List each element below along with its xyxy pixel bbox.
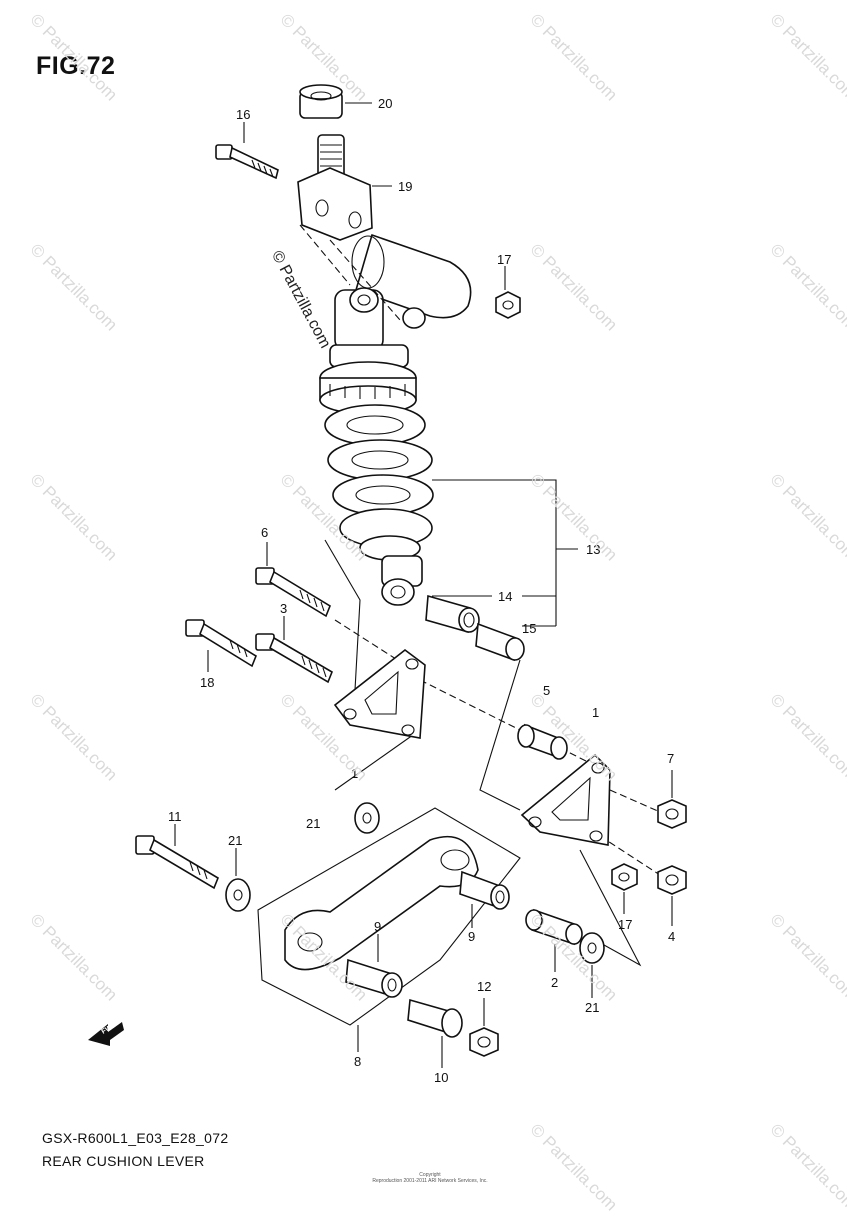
callout-1-left: 1 [351,766,359,781]
callout-13: 13 [586,542,601,557]
callout-4: 4 [668,929,676,944]
assembly-lines [299,224,661,967]
shock-top-mount [329,287,426,368]
callout-18: 18 [200,675,215,690]
part-19-clevis [297,134,392,241]
callout-17-upper: 17 [497,252,512,267]
part-10-pin [407,998,463,1068]
callout-16: 16 [236,107,251,122]
shock-lower-eye [381,555,423,606]
callout-11: 11 [168,809,182,824]
copyright-line-2: Reproduction 2001-2011 ARI Network Servi… [372,1178,488,1184]
part-1-plate-right [520,753,611,846]
callout-9-right: 9 [468,929,476,944]
part-16-bolt [215,122,279,180]
callout-2: 2 [551,975,559,990]
section-name: REAR CUSHION LEVER [42,1153,205,1169]
part-15-spacer [475,622,525,662]
part-9-bearing-right [459,870,510,928]
callout-1-right: 1 [592,705,600,720]
callout-7: 7 [667,751,675,766]
callout-12: 12 [477,979,492,994]
copyright-line-1: Copyright [419,1172,441,1178]
part-17-nut-upper [495,266,521,319]
part-6-bolt [255,542,331,618]
callout-21-left: 21 [228,833,243,848]
shock-reservoir [351,233,472,319]
figure-title: FIG.72 [36,52,116,80]
callout-21-upper: 21 [306,816,321,831]
model-code: GSX-R600L1_E03_E28_072 [42,1130,229,1146]
callout-5: 5 [543,683,551,698]
callout-10: 10 [434,1070,449,1085]
part-11-bolt [135,824,219,890]
callout-20: 20 [378,96,393,111]
part-17-nut-lower [611,863,638,914]
leader-13 [432,479,578,627]
part-18-bolt [185,619,257,672]
part-21-washer-left [225,848,251,912]
part-14-bearing [425,594,480,634]
part-9-bearing-left [345,934,403,998]
callout-9-left: 9 [374,919,382,934]
part-7-nut [657,770,687,829]
callout-3: 3 [280,601,288,616]
callout-6: 6 [261,525,269,540]
callout-19: 19 [398,179,413,194]
part-12-nut [469,998,499,1057]
fwd-arrow-icon: FWD [88,1022,124,1046]
callout-8: 8 [354,1054,362,1069]
part-20-cap [299,84,372,119]
callout-15: 15 [522,621,537,636]
part-8-link [257,807,521,1052]
part-3-bolt [255,616,333,684]
callout-21-lower: 21 [585,1000,600,1015]
callout-14: 14 [498,589,513,604]
callout-17-lower: 17 [618,917,633,932]
part-5-collar [517,723,568,760]
copyright-notice: Copyright Reproduction 2001-2011 ARI Net… [360,1172,500,1184]
part-4-nut [657,865,687,926]
part-21-washer-upper [354,802,380,834]
shock-spring [324,404,434,561]
part-2-collar [525,908,583,972]
part-21-washer-lower [579,932,605,998]
part-1-plate-left [333,648,426,739]
